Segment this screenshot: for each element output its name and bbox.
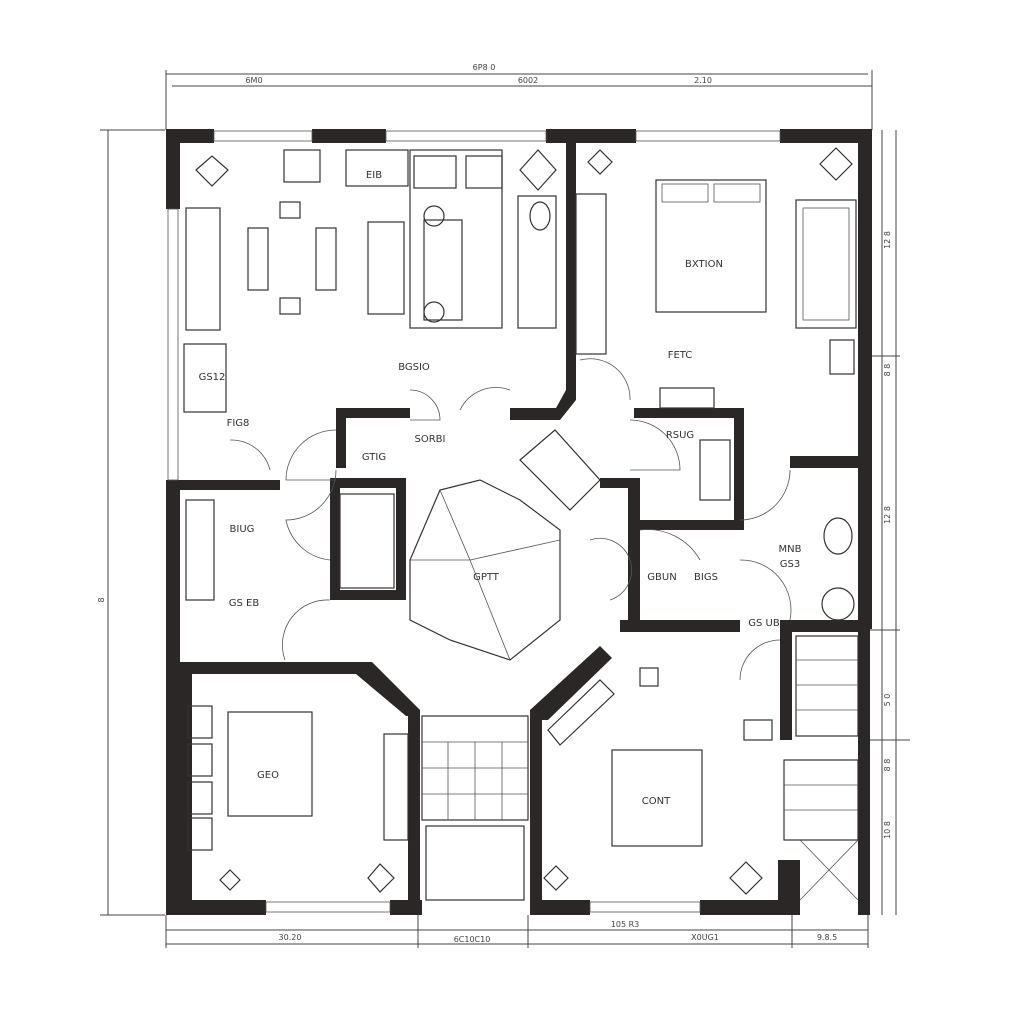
room-label-hall-left: GTIG [362, 452, 386, 463]
room-label-closet: GBUN [647, 572, 676, 583]
dim-top-1: 6M0 [245, 76, 262, 85]
dim-top-2: 6002 [518, 76, 538, 85]
dim-right-1: 12 8 [883, 231, 892, 249]
dim-right-6: 10 8 [883, 821, 892, 839]
room-label-se: CONT [642, 796, 671, 807]
dim-bottom-5: 9.8.5 [817, 933, 837, 942]
doors [229, 358, 792, 681]
room-label-wc: FIG8 [227, 418, 250, 429]
room-label-utility: EIB [366, 170, 382, 181]
dim-right-2: 8 8 [883, 364, 892, 377]
dim-bottom-4: X0UG1 [691, 933, 719, 942]
dim-right-3: 12 8 [883, 506, 892, 524]
exterior-walls [166, 129, 872, 915]
dimension-lines [100, 70, 910, 948]
room-label-hall-small: SORBI [415, 434, 446, 445]
room-label-laundry: GS UB [748, 618, 780, 629]
room-label-center: GPTT [473, 572, 500, 583]
interior-walls [180, 143, 860, 904]
stairs [421, 635, 859, 901]
room-label-bath-right: BIGS [694, 572, 718, 583]
dim-bottom-1: 30.20 [279, 933, 302, 942]
room-label-dining: GS12 [199, 372, 226, 383]
dim-bottom-2: 6C10C10 [454, 935, 491, 944]
dim-right-5: 8 8 [883, 759, 892, 772]
room-label-corridor: RSUG [666, 430, 694, 441]
dim-top-total: 6P8 0 [473, 63, 496, 72]
room-label-bath-mid-sub: GS3 [780, 559, 800, 570]
dim-right-4: 5 0 [883, 694, 892, 707]
room-label-sw: GEO [257, 770, 279, 781]
room-label-bath-left: BIUG [230, 524, 255, 535]
furniture [183, 147, 857, 901]
room-label-bath-mid: MNB [779, 544, 802, 555]
dim-bottom-3: 105 R3 [611, 920, 639, 929]
dim-left: 8 [97, 597, 106, 602]
room-label-living: BGSIO [398, 362, 430, 373]
room-label-bedroom: BXTION [685, 259, 723, 270]
dim-top-3: 2.10 [694, 76, 712, 85]
room-label-bedroom-sub: FETC [668, 350, 693, 361]
room-label-bath-left-sub: GS EB [229, 598, 260, 609]
